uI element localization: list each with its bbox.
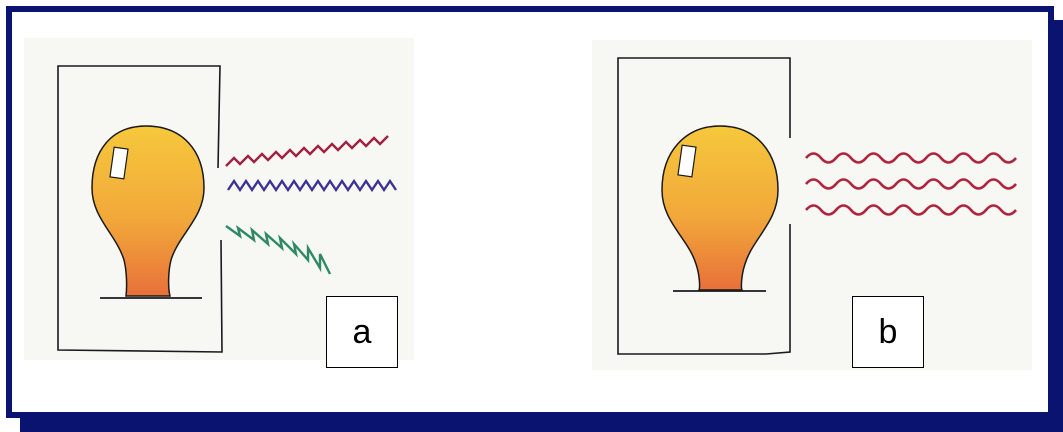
panel-b-label: b	[852, 296, 924, 368]
panel-a-bulb-icon	[91, 125, 205, 299]
panel-a-red-wave	[225, 135, 389, 167]
panel-b-lamp-box	[617, 57, 791, 355]
panel-b-wave-3	[805, 204, 1017, 216]
panel-b-wave-1	[805, 152, 1017, 164]
panel-b-wave-2	[805, 178, 1017, 190]
panel-a-label: a	[326, 296, 398, 368]
panel-a-green-wave	[225, 225, 332, 275]
panel-a-blue-wave	[227, 178, 397, 193]
panel-a-lamp-box	[57, 65, 223, 353]
panel-b-bulb-icon	[661, 125, 779, 292]
panel-b-waves	[805, 152, 1017, 216]
